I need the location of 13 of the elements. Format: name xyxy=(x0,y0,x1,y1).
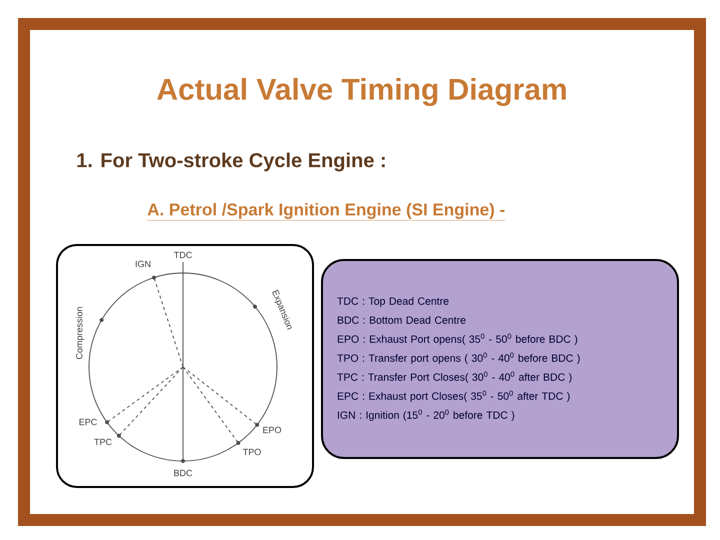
point-label: BDC xyxy=(174,470,192,476)
point-label: TDC xyxy=(174,252,192,258)
section-heading: 1. For Two-stroke Cycle Engine : xyxy=(77,152,385,172)
point-label: TPC xyxy=(94,438,112,446)
point-label: EPC xyxy=(80,418,97,426)
title: Actual Valve Timing Diagram xyxy=(157,78,566,106)
point-label: EPO xyxy=(263,426,282,434)
point-label: Compression xyxy=(76,307,84,360)
point-label: IGN xyxy=(136,260,150,268)
point-label: TPO xyxy=(242,448,261,456)
subheading: A. Petrol /Spark Ignition Engine (SI Engine) - xyxy=(147,203,506,221)
legend-box: TDC : Top Dead Centre BDC : Bottom Dead Centre EPO : Exhaust Port opens( 35$^{0}$ - 50$^{0}$ before BDC ) TPO : Transfer port opens ( 30$^{0}$ - 40$^{0}$ before BDC ) TPC : Transfer Port Closes( 30$^{0}$ - 40$^{0}$ after BDC ) EPC : Exhaust port Closes( 35$^{0}$ - 50$^{0}$ after TDC ) IGN : Ignition (15$^{0}$ - 20$^{0}$ before TDC ) xyxy=(321,259,679,459)
diagram-frame xyxy=(56,244,314,488)
